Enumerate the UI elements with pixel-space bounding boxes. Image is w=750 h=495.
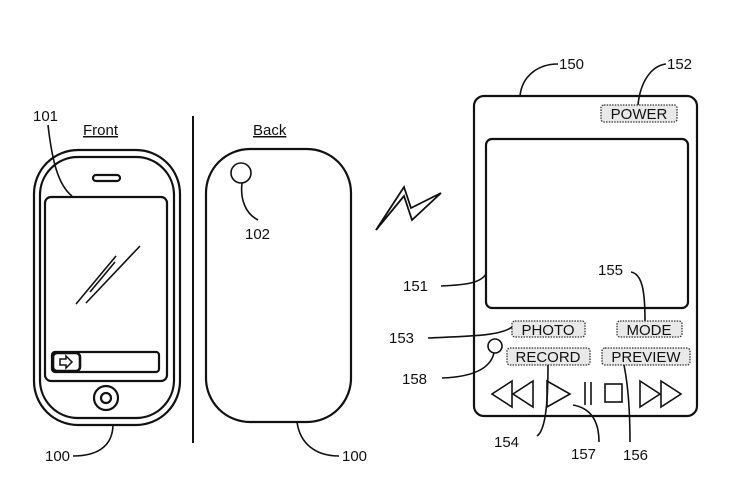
transport-controls (490, 379, 683, 409)
ref-100-back: 100 (342, 448, 367, 465)
mode-button-label: MODE (627, 322, 672, 339)
leader-100-front (72, 423, 114, 457)
remote-display (484, 137, 690, 310)
ref-101: 101 (33, 108, 58, 125)
pause-button[interactable] (584, 382, 592, 405)
play-icon[interactable] (546, 379, 572, 409)
fast-forward-icon-second (660, 379, 683, 409)
ref-155: 155 (598, 262, 623, 279)
ref-158: 158 (402, 371, 427, 388)
screen-glare-line (75, 255, 117, 305)
leader-158 (441, 352, 495, 379)
leader-102 (240, 182, 259, 221)
leader-101 (47, 124, 73, 197)
preview-button[interactable] (601, 347, 691, 366)
preview-button-label: PREVIEW (611, 349, 681, 366)
front-caption: Front (83, 122, 119, 139)
arrow-right-icon (59, 354, 74, 370)
leader-153 (427, 326, 513, 339)
leader-151 (440, 273, 487, 287)
fast-forward-button[interactable] (639, 379, 683, 409)
ref-156: 156 (623, 447, 648, 464)
phone-back: Back 102 100 (204, 122, 367, 465)
ref-154: 154 (494, 434, 519, 451)
ref-100-front: 100 (45, 448, 70, 465)
ref-157: 157 (571, 446, 596, 463)
ref-150: 150 (559, 56, 584, 73)
camera-lens-icon (230, 162, 252, 184)
leader-100-back (296, 421, 340, 457)
remote-body (472, 94, 699, 418)
ref-151: 151 (403, 278, 428, 295)
earpiece-icon (91, 173, 122, 183)
screen-glare-line (85, 245, 141, 304)
fast-forward-icon (639, 379, 662, 409)
phone-screen (43, 195, 169, 383)
photo-button[interactable] (511, 320, 586, 338)
power-button-label: POWER (611, 106, 668, 123)
back-caption: Back (253, 122, 287, 139)
ref-152: 152 (667, 56, 692, 73)
record-button-label: RECORD (515, 349, 580, 366)
leader-156 (623, 364, 631, 443)
ref-153: 153 (389, 330, 414, 347)
home-button-inner (99, 391, 113, 405)
rewind-icon-second (511, 379, 534, 409)
phone-front: Front 101 100 (32, 108, 182, 465)
home-button[interactable] (92, 384, 120, 412)
stop-icon[interactable] (604, 383, 623, 403)
unlock-slider-track[interactable] (50, 350, 161, 374)
screen-glare-line (89, 261, 116, 293)
mode-button[interactable] (616, 320, 683, 338)
photo-button-label: PHOTO (521, 322, 574, 339)
phone-body-outer (32, 148, 182, 427)
phone-back-body (204, 147, 353, 424)
leader-150 (519, 63, 559, 97)
power-button[interactable] (600, 104, 678, 123)
leader-152 (637, 63, 667, 106)
indicator-light (487, 338, 503, 354)
ref-102: 102 (245, 226, 270, 243)
leader-154 (536, 364, 549, 437)
leader-155 (630, 271, 646, 322)
lightning-icon (375, 184, 442, 231)
rewind-button[interactable] (490, 379, 534, 409)
leader-157 (572, 404, 600, 443)
rewind-icon (490, 379, 513, 409)
remote-control: 150 152 POWER 151 155 PHOTO 153 MODE 158… (389, 56, 699, 464)
unlock-slider-handle[interactable] (51, 351, 82, 373)
phone-body-inner (38, 155, 176, 420)
